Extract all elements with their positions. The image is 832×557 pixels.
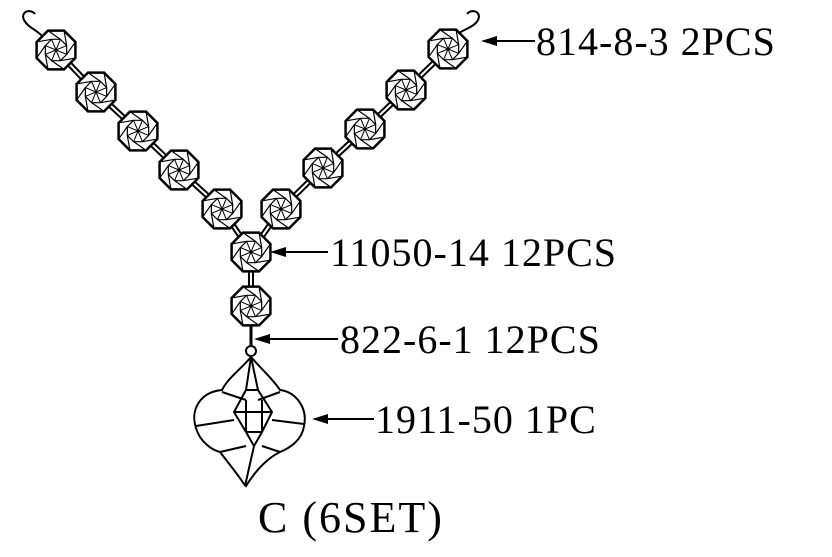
octagon-bead-icon bbox=[158, 149, 200, 191]
octagon-bead-icon bbox=[75, 71, 117, 113]
callout-1911-50: 1911-50 1PC bbox=[375, 397, 597, 442]
octagon-bead-icon bbox=[230, 231, 272, 273]
leader-lines bbox=[254, 36, 535, 424]
octagon-bead-icon bbox=[344, 108, 386, 150]
left-hook-icon bbox=[22, 10, 45, 39]
octagon-bead-icon bbox=[230, 285, 272, 327]
octagon-bead-icon bbox=[427, 28, 469, 70]
callout-11050-14: 11050-14 12PCS bbox=[330, 230, 617, 275]
octagon-bead-icon bbox=[260, 188, 302, 230]
octagon-bead-icon bbox=[385, 69, 427, 111]
octagon-bead-icon bbox=[302, 147, 344, 189]
pendant-icon bbox=[193, 345, 306, 488]
octagon-beads bbox=[35, 28, 469, 327]
callout-814-8-3: 814-8-3 2PCS bbox=[536, 19, 776, 64]
callout-822-6-1: 822-6-1 12PCS bbox=[340, 317, 601, 362]
octagon-bead-icon bbox=[117, 110, 159, 152]
octagon-bead-icon bbox=[201, 188, 243, 230]
octagon-bead-icon bbox=[35, 29, 77, 71]
diagram-caption: C (6SET) bbox=[258, 493, 444, 542]
